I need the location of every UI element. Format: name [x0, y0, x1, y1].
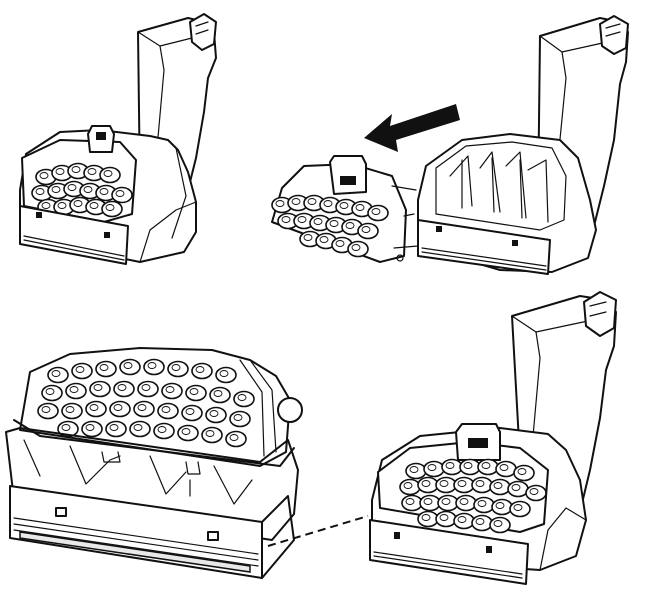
internal-channels	[435, 141, 567, 231]
zoom-connector-line	[267, 515, 369, 547]
base-plate	[417, 219, 551, 275]
removed-brush-module	[271, 155, 419, 263]
handle-clip	[599, 15, 629, 55]
base-plate	[369, 519, 529, 585]
removal-arrow-icon	[364, 104, 460, 152]
base-plate	[19, 205, 129, 265]
panel-step-1	[19, 13, 217, 265]
removed-module-tab	[329, 155, 367, 195]
brush-bristles	[31, 162, 133, 218]
panel-step-4	[369, 291, 617, 585]
panel-step-3	[5, 347, 303, 579]
closeup-channels	[23, 439, 253, 505]
panel-step-2	[271, 15, 629, 275]
